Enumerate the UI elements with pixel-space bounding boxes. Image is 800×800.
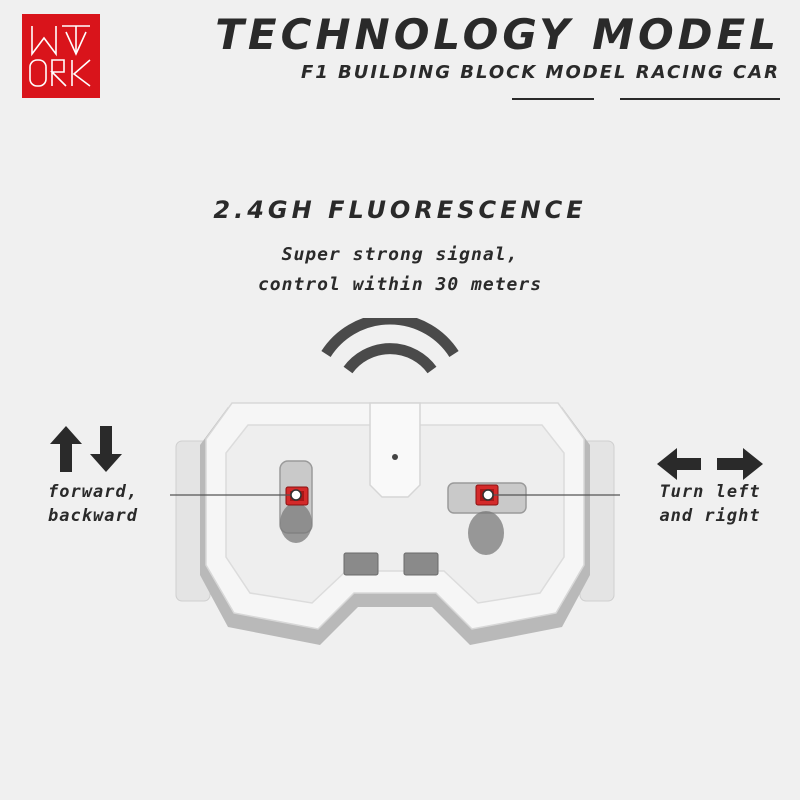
right-leader-dot bbox=[482, 489, 494, 501]
arrow-left-icon bbox=[657, 448, 701, 480]
page-subtitle: F1 BUILDING BLOCK MODEL RACING CAR bbox=[300, 62, 780, 83]
feature-desc-line-2: control within 30 meters bbox=[257, 274, 543, 295]
wireless-signal-icon bbox=[321, 318, 459, 374]
brand-logo bbox=[22, 14, 100, 98]
remote-controller bbox=[170, 402, 620, 645]
logo-mark-icon bbox=[29, 25, 91, 87]
controller-antenna-tab bbox=[369, 402, 421, 498]
subtitle-underline-right bbox=[620, 98, 780, 100]
up-down-arrows-icon bbox=[50, 426, 122, 472]
feature-desc-line-1: Super strong signal, bbox=[281, 244, 519, 265]
feature-description: Super strong signal, control within 30 m… bbox=[0, 240, 800, 300]
right-control-label: Turn left and right bbox=[640, 480, 780, 528]
left-control-line-1: forward, bbox=[48, 482, 138, 502]
controller-button-left bbox=[343, 552, 379, 576]
left-control-label: forward, backward bbox=[28, 480, 158, 528]
feature-title: 2.4GH FLUORESCENCE bbox=[213, 196, 587, 224]
arrow-up-icon bbox=[50, 426, 82, 472]
subtitle-underline-left bbox=[512, 98, 594, 100]
left-right-arrows-icon bbox=[657, 448, 763, 480]
left-control-line-2: backward bbox=[48, 506, 138, 526]
left-leader-dot bbox=[290, 489, 302, 501]
right-control-line-2: and right bbox=[659, 506, 761, 526]
right-control-line-1: Turn left bbox=[659, 482, 761, 502]
arrow-down-icon bbox=[90, 426, 122, 472]
controller-indicator-light bbox=[392, 454, 398, 460]
page-title: TECHNOLOGY MODEL bbox=[215, 10, 780, 59]
controller-button-right bbox=[403, 552, 439, 576]
arrow-right-icon bbox=[717, 448, 763, 480]
left-joystick bbox=[279, 460, 313, 543]
